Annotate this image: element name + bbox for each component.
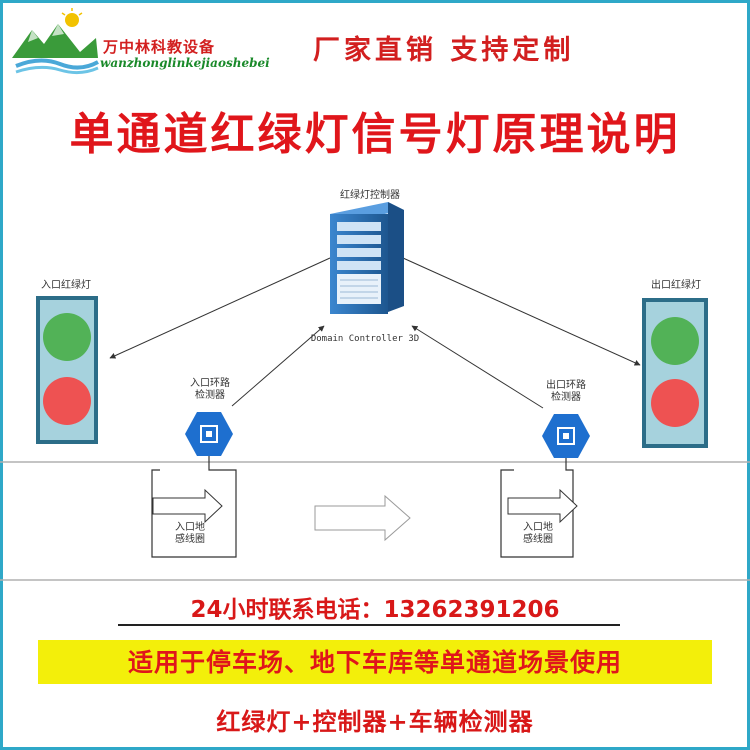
usage-highlight	[38, 640, 712, 684]
contact-phone: 24小时联系电话：13262391206	[190, 597, 560, 623]
exit-light-label: 出口红绿灯	[651, 280, 701, 291]
entry-traffic-light	[36, 296, 98, 444]
traffic-direction-arrow	[314, 494, 411, 542]
controller-label: 红绿灯控制器	[340, 190, 400, 201]
product-combo: 红绿灯+控制器+车辆检测器	[216, 707, 534, 736]
exit-traffic-light	[642, 298, 708, 448]
slogan: 厂家直销 支持定制	[313, 35, 575, 66]
phone-underline	[118, 624, 620, 626]
controller-server-icon	[330, 202, 404, 314]
exit-detector-icon	[542, 414, 590, 458]
arrow-entry-detector-to-controller	[231, 325, 325, 407]
brand-name-en: wanzhonglinkejiaoshebei	[100, 56, 270, 70]
page-title: 单通道红绿灯信号灯原理说明	[69, 109, 681, 160]
arrow-controller-to-entry-light	[109, 257, 331, 359]
usage-text: 适用于停车场、地下车库等单通道场景使用	[127, 648, 622, 677]
entry-coil-cable	[151, 456, 237, 558]
entry-light-label: 入口红绿灯	[41, 280, 91, 291]
exit-coil-cable	[500, 458, 574, 558]
controller-caption: Domain Controller 3D	[310, 334, 420, 344]
arrow-controller-to-exit-light	[402, 257, 641, 366]
entry-detector-label: 入口环路 检测器	[190, 378, 230, 401]
logo-mountain-icon	[12, 8, 99, 75]
exit-detector-label: 出口环路 检测器	[546, 380, 586, 403]
exit-coil-label: 入口地 感线圈	[523, 522, 553, 545]
exit-coil-arrow	[507, 488, 578, 524]
entry-coil-label: 入口地 感线圈	[175, 522, 205, 545]
arrow-exit-detector-to-controller	[411, 325, 544, 409]
entry-coil-arrow	[152, 488, 223, 524]
brand-name-cn: 万中林科教设备	[103, 38, 216, 56]
entry-detector-icon	[185, 412, 233, 456]
